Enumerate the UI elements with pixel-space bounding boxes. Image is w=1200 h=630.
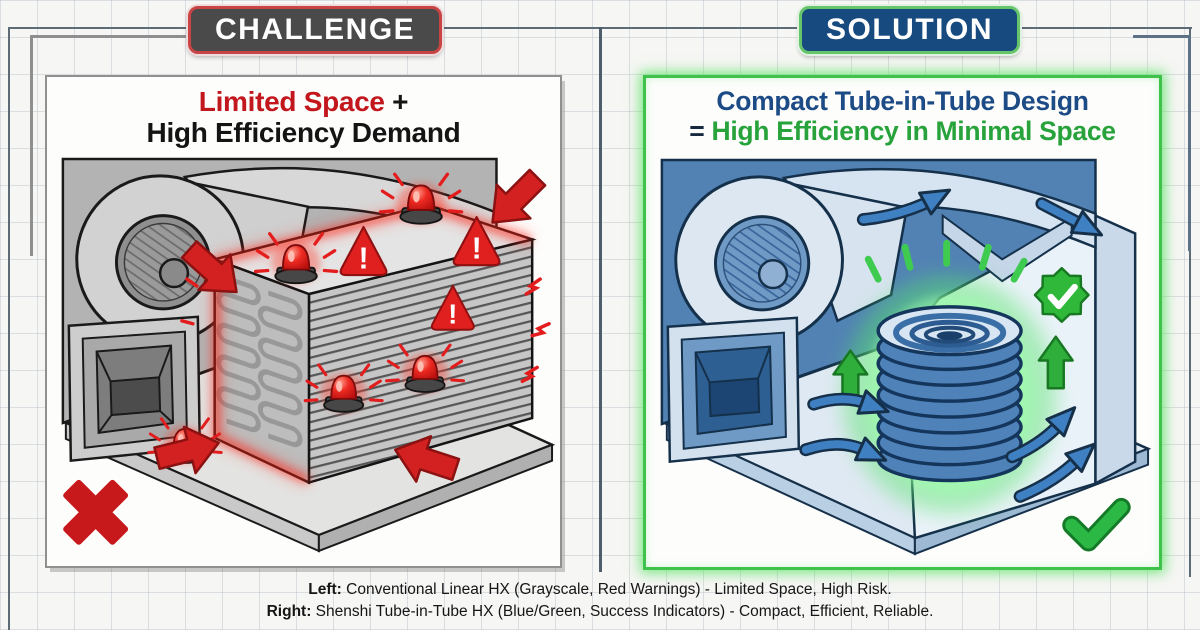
caption-line-right: Right: Shenshi Tube-in-Tube HX (Blue/Gre… [0, 601, 1200, 623]
conventional-hx-illustration: ! [61, 157, 556, 553]
caption-right-text: Shenshi Tube-in-Tube HX (Blue/Green, Suc… [311, 603, 934, 620]
caption-right-label: Right: [266, 603, 312, 620]
corner-bracket-top-right [1133, 35, 1191, 251]
solution-badge: SOLUTION [799, 6, 1020, 54]
frame-right-line [1189, 27, 1191, 577]
airflow-arrow-icon [799, 436, 893, 473]
challenge-panel: Limited Space + High Efficiency Demand [45, 75, 562, 568]
check-icon [1062, 497, 1131, 552]
caption-left-text: Conventional Linear HX (Grayscale, Red W… [341, 581, 892, 598]
title-high-efficiency-demand: High Efficiency Demand [146, 117, 461, 149]
cross-x-icon [63, 479, 129, 545]
title-equals: = [689, 115, 712, 146]
blower-fan-icon [674, 175, 909, 346]
caption-line-left: Left: Conventional Linear HX (Grayscale,… [0, 579, 1200, 601]
verified-badge-icon [1033, 266, 1090, 324]
airflow-arrow-icon [856, 178, 957, 227]
airflow-arrow-icon [1013, 433, 1104, 503]
airflow-arrow-icon [1005, 397, 1085, 464]
tube-in-tube-coil-icon [876, 305, 1023, 483]
caption: Left: Conventional Linear HX (Grayscale,… [0, 579, 1200, 623]
solution-panel: Compact Tube-in-Tube Design = High Effic… [643, 75, 1162, 570]
caption-left-label: Left: [308, 581, 342, 598]
radiance-dashes [864, 239, 1028, 283]
square-duct-icon [666, 316, 801, 464]
title-compact-design: Compact Tube-in-Tube Design [716, 86, 1089, 116]
title-high-efficiency-minimal-space: High Efficiency in Minimal Space [711, 115, 1117, 146]
spark-icons [180, 277, 551, 384]
airflow-arrow-icon [1035, 197, 1109, 247]
title-limited-space: Limited Space [198, 86, 385, 117]
title-plus: + [384, 86, 409, 117]
airflow-arrow-icon [807, 389, 894, 425]
tube-in-tube-hx-illustration [660, 158, 1152, 556]
corner-bracket-top-left [30, 35, 198, 256]
challenge-badge: CHALLENGE [188, 6, 443, 54]
solution-panel-title: Compact Tube-in-Tube Design = High Effic… [650, 86, 1155, 146]
frame-left-line [8, 27, 10, 630]
center-divider-line [599, 27, 602, 572]
duct-chevron [941, 213, 1073, 283]
chamber-right-wall [1094, 213, 1137, 486]
challenge-panel-title: Limited Space + High Efficiency Demand [51, 86, 556, 149]
